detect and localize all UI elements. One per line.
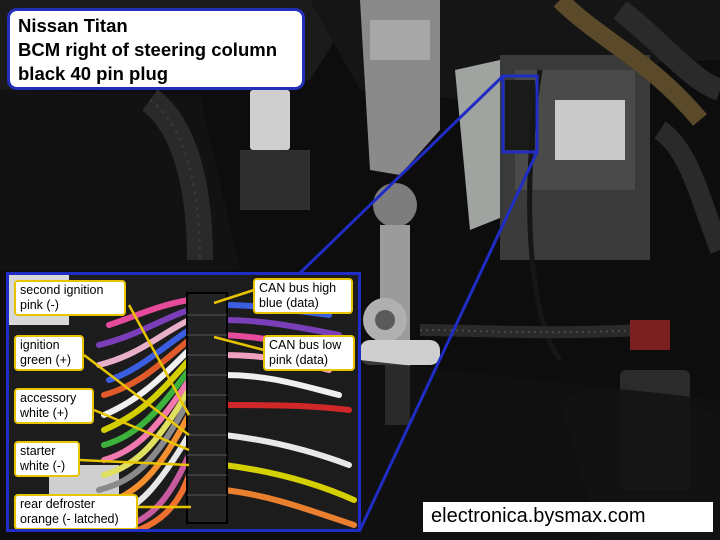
callout-second-ignition: second ignition pink (-): [14, 280, 126, 316]
callout-starter: starter white (-): [14, 441, 80, 477]
black-40-pin-plug: [186, 292, 228, 524]
zoom-line-top: [298, 74, 505, 275]
title-line-3: black 40 pin plug: [18, 63, 169, 84]
callout-rear-defroster: rear defroster orange (- latched): [14, 494, 138, 529]
title-box: Nissan Titan BCM right of steering colum…: [7, 8, 305, 90]
watermark: electronica.bysmax.com: [423, 502, 713, 532]
pointer-lines: [78, 288, 265, 509]
callout-accessory: accessory white (+): [14, 388, 94, 424]
connector-inset: second ignition pink (-) ignition green …: [6, 272, 361, 532]
title-line-1: Nissan Titan: [18, 15, 128, 36]
zoom-line-bottom: [358, 151, 539, 531]
bracket-white: [250, 90, 290, 150]
callout-can-bus-low: CAN bus low pink (data): [263, 335, 355, 371]
title-line-2: BCM right of steering column: [18, 39, 277, 60]
callout-ignition: ignition green (+): [14, 335, 84, 371]
plug-highlight-box: [501, 74, 539, 154]
callout-can-bus-high: CAN bus high blue (data): [253, 278, 353, 314]
